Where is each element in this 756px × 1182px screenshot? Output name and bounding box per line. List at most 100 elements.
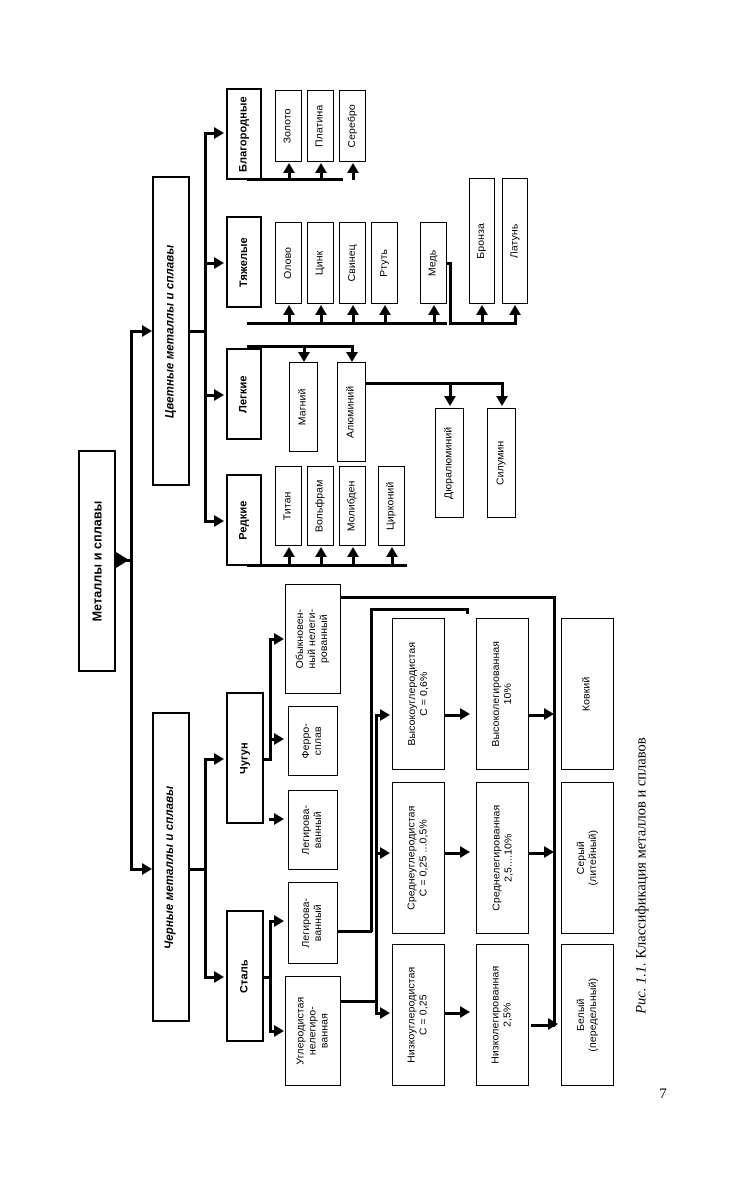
castiron-to-alloyed-arrow-icon (274, 813, 284, 825)
node-zirconium-label: Цирконий (384, 481, 397, 531)
node-alloy-low[interactable]: Низколегированная 2,5% (476, 944, 529, 1086)
carbon-to-mid-line (375, 852, 383, 855)
aluminium-drop-1 (449, 382, 452, 398)
page-number: 7 (659, 1086, 667, 1102)
carbon-to-low-line (375, 1012, 383, 1015)
node-castiron-grey[interactable]: Серый (литейный) (561, 782, 614, 934)
node-castiron-plain-label: Обыкновен- ный нелеги- рованный (294, 609, 330, 669)
node-magnesium[interactable]: Магний (289, 362, 318, 452)
node-noble-gold[interactable]: Золото (275, 90, 302, 162)
node-ferroalloy-label: Ферро- сплав (300, 723, 324, 759)
trunk-to-nonferrous-arrow-icon (142, 325, 152, 337)
node-heavy-tin[interactable]: Олово (275, 222, 302, 304)
castiron-to-ferro-line (269, 738, 277, 741)
node-group-light[interactable]: Легкие (226, 348, 262, 440)
castiron-to-white-line (531, 1024, 555, 1027)
node-carbon-high-label: Высокоуглеродистая C = 0,6% (405, 642, 430, 746)
node-heavy-zinc-label: Цинк (313, 250, 326, 276)
node-aluminium[interactable]: Алюминий (337, 362, 366, 462)
heavy-arrow-1-icon (283, 305, 295, 315)
node-titanium[interactable]: Титан (275, 466, 302, 546)
node-heavy-copper[interactable]: Медь (420, 222, 447, 304)
zirconium-arrow-icon (386, 547, 398, 557)
ferrous-to-castiron-arrow-icon (214, 753, 224, 765)
rare-bus-riser-2 (320, 556, 323, 566)
tungsten-arrow-icon (315, 547, 327, 557)
node-molybdenum[interactable]: Молибден (339, 466, 366, 546)
heavy-bus-riser-1 (288, 314, 291, 324)
castiron-to-white-arrow-icon (548, 1018, 558, 1030)
node-heavy-zinc[interactable]: Цинк (307, 222, 334, 304)
node-group-light-label: Легкие (237, 375, 250, 413)
node-noble-platinum[interactable]: Платина (307, 90, 334, 162)
node-brass[interactable]: Латунь (502, 178, 528, 304)
node-group-heavy-label: Тяжелые (237, 237, 250, 287)
node-aluminium-label: Алюминий (344, 385, 357, 439)
node-root[interactable]: Металлы и сплавы (78, 450, 116, 672)
ferrous-spine-stub (190, 868, 206, 871)
root-trunk-vertical (130, 330, 133, 870)
figure-caption-text: Классификация металлов и сплавов (633, 736, 650, 962)
castiron-bus-stub (264, 758, 272, 761)
nonferrous-to-noble-line (204, 132, 218, 135)
heavy-arrow-5-icon (428, 305, 440, 315)
carbon-to-low-arrow-icon (380, 1007, 390, 1019)
aluminium-drop-2 (501, 382, 504, 398)
node-carbon-high[interactable]: Высокоуглеродистая C = 0,6% (392, 618, 445, 770)
node-noble-gold-label: Золото (281, 108, 294, 144)
node-molybdenum-label: Молибден (345, 480, 358, 532)
copper-alloys-riser-2 (514, 314, 517, 324)
node-group-rare[interactable]: Редкие (226, 474, 262, 566)
brass-arrow-icon (509, 305, 521, 315)
carbon-to-high-arrow-icon (380, 709, 390, 721)
node-castiron-white-label: Белый (передельный) (574, 978, 599, 1052)
node-alloy-high[interactable]: Высоколегированная 10% (476, 618, 529, 770)
nonferrous-to-heavy-arrow-icon (214, 257, 224, 269)
aluminium-out-line (366, 382, 503, 385)
node-silumin-label: Силумин (494, 440, 507, 486)
node-ferrous[interactable]: Черные металлы и сплавы (152, 712, 190, 1022)
castiron-kinds-riser (553, 596, 556, 1026)
node-zirconium[interactable]: Цирконий (378, 466, 405, 546)
node-carbon-low[interactable]: Низкоуглеродистая C = 0,25 (392, 944, 445, 1086)
trunk-to-nonferrous-line (130, 330, 148, 333)
node-nonferrous[interactable]: Цветные металлы и сплавы (152, 176, 190, 486)
node-noble-platinum-label: Платина (313, 104, 326, 148)
node-carbon-low-label: Низкоуглеродистая C = 0,25 (405, 966, 430, 1064)
node-group-heavy[interactable]: Тяжелые (226, 216, 262, 308)
node-steel-alloyed-label: Легирова- ванный (300, 898, 324, 948)
light-bus-drop-2 (351, 345, 354, 353)
node-castiron-white[interactable]: Белый (передельный) (561, 944, 614, 1086)
noble-arrow-2-icon (315, 163, 327, 173)
node-castiron-alloyed[interactable]: Легирова- ванный (288, 790, 338, 870)
node-bronze[interactable]: Бронза (469, 178, 495, 304)
node-cast-iron[interactable]: Чугун (226, 692, 264, 824)
node-steel-carbon[interactable]: Углеродистая нелегиро- ванная (285, 976, 341, 1086)
heavy-bus-riser-2 (320, 314, 323, 324)
node-alloy-mid-label: Среднелегированная 2,5....10% (489, 804, 514, 912)
ferrous-to-castiron-line (204, 758, 218, 761)
node-noble-silver[interactable]: Серебро (339, 90, 366, 162)
node-silumin[interactable]: Силумин (487, 408, 516, 518)
node-group-noble[interactable]: Благородные (226, 88, 262, 180)
node-ferroalloy[interactable]: Ферро- сплав (288, 706, 338, 776)
node-duralumin[interactable]: Дюралюминий (435, 408, 464, 518)
node-root-label: Металлы и сплавы (90, 500, 105, 622)
node-alloy-mid[interactable]: Среднелегированная 2,5....10% (476, 782, 529, 934)
node-castiron-plain[interactable]: Обыкновен- ный нелеги- рованный (285, 584, 341, 694)
node-tungsten[interactable]: Вольфрам (307, 466, 334, 546)
nonferrous-to-rare-arrow-icon (214, 515, 224, 527)
node-heavy-lead[interactable]: Свинец (339, 222, 366, 304)
node-carbon-mid[interactable]: Среднеуглеродистая C = 0,25 ...0,5% (392, 782, 445, 934)
node-castiron-forgeable[interactable]: Ковкий (561, 618, 614, 770)
node-steel-alloyed[interactable]: Легирова- ванный (288, 882, 338, 964)
noble-bus-riser-2 (320, 172, 323, 180)
nonferrous-to-heavy-line (204, 262, 218, 265)
heavy-bus-riser-5 (433, 314, 436, 324)
node-heavy-mercury[interactable]: Ртуть (371, 222, 398, 304)
nonferrous-to-light-line (204, 394, 218, 397)
node-steel[interactable]: Сталь (226, 910, 264, 1042)
steel-to-carbon-arrow-icon (274, 1025, 284, 1037)
light-bus-line (247, 345, 353, 348)
node-tungsten-label: Вольфрам (313, 479, 326, 533)
